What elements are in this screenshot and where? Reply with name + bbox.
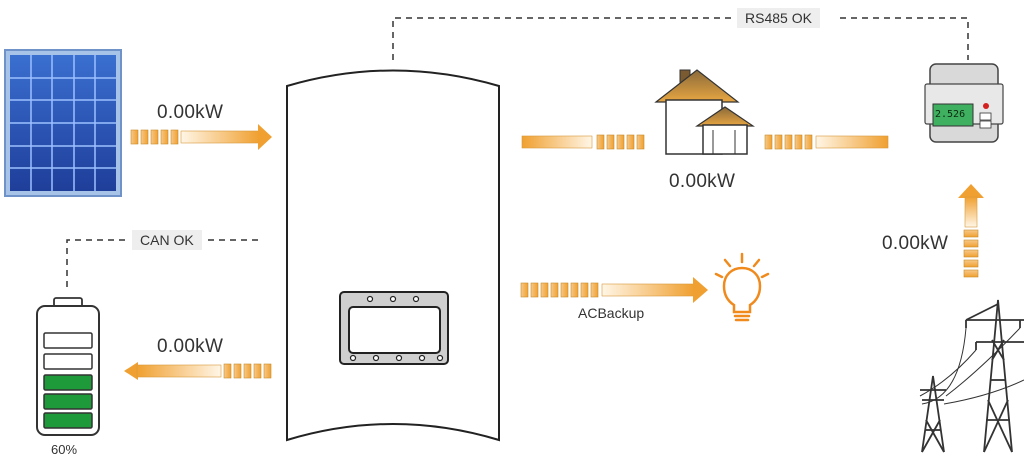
solar-panel-icon — [4, 49, 122, 197]
inverter-icon — [286, 69, 500, 442]
pv-flow-arrow — [130, 124, 272, 150]
can-status-label: CAN OK — [132, 230, 202, 250]
meter-reading: 2.526 — [935, 109, 966, 120]
backup-flow-arrow — [520, 277, 708, 303]
rs485-status-label: RS485 OK — [737, 8, 820, 28]
can-comm-line — [66, 239, 262, 287]
light-bulb-icon — [714, 252, 770, 322]
load-power-value: 0.00kW — [669, 171, 736, 192]
grid-flow-arrow — [958, 184, 984, 278]
house-icon — [654, 69, 755, 155]
battery-soc: 60% — [51, 442, 78, 457]
grid-power-value: 0.00kW — [882, 233, 949, 254]
battery-icon — [36, 297, 100, 436]
energy-meter-icon — [924, 63, 1004, 143]
pv-power-value: 0.00kW — [157, 102, 224, 123]
meter-flow-bar — [764, 134, 889, 150]
battery-flow-arrow — [124, 362, 272, 380]
load-flow-bar — [521, 134, 645, 150]
battery-power-value: 0.00kW — [157, 336, 224, 357]
power-tower-icon — [919, 299, 1024, 453]
rs485-comm-line — [392, 17, 969, 60]
backup-label: ACBackup — [578, 305, 645, 321]
